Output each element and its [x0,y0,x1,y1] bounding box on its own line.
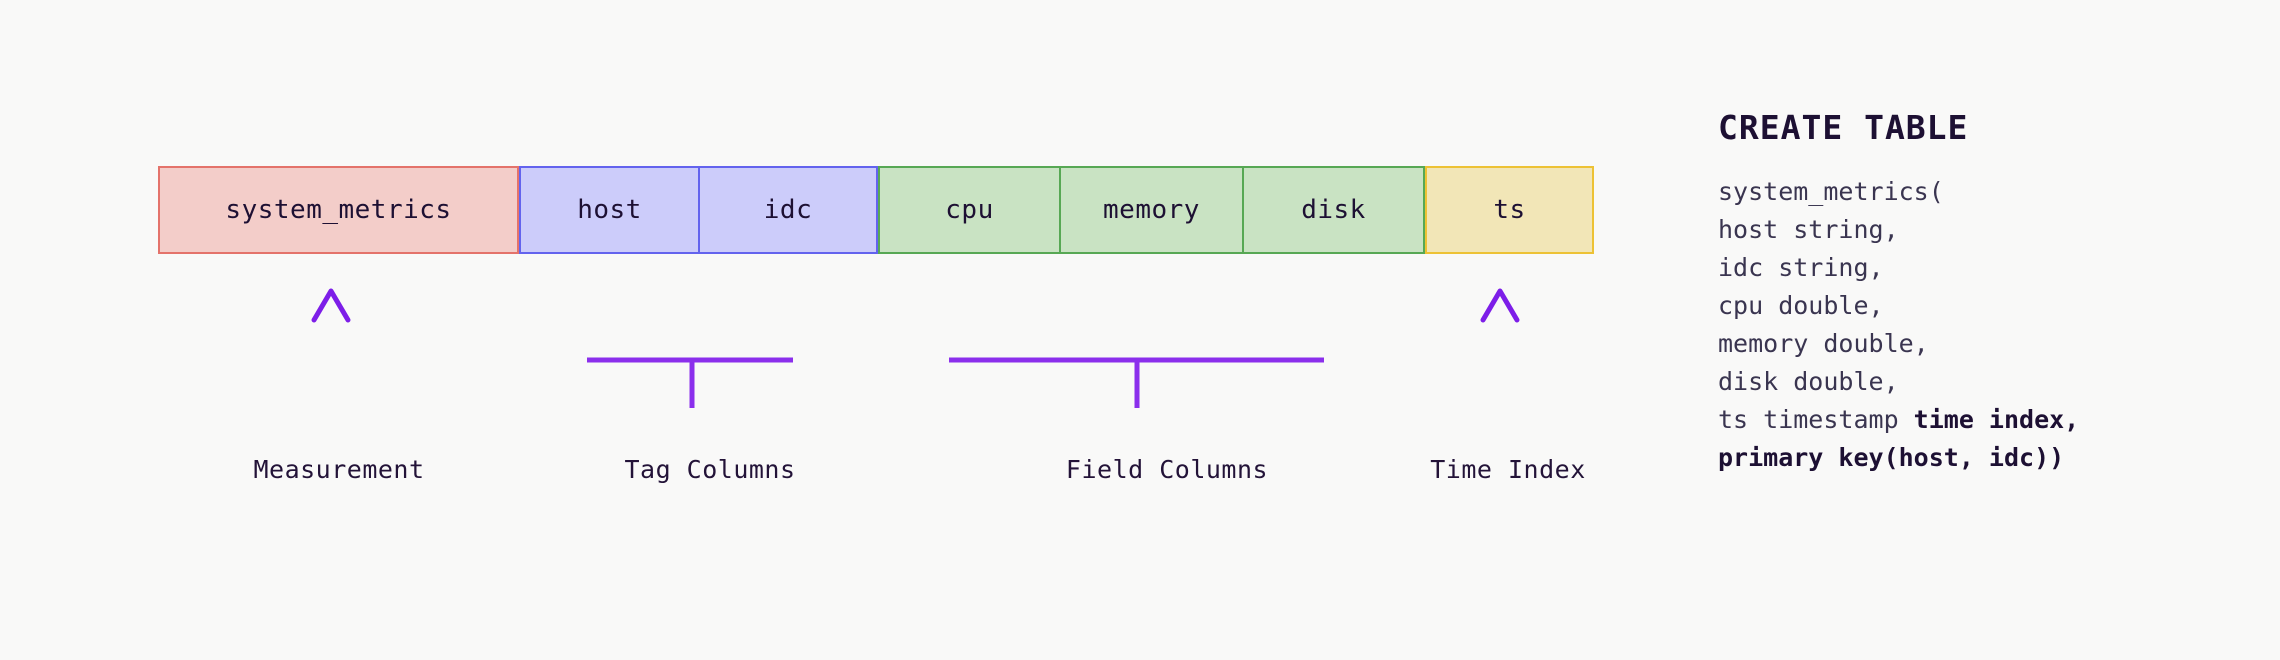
create-table-heading: CREATE TABLE [1718,108,1969,147]
column-group-measurement: system_metrics [158,166,519,254]
sql-line: idc string, [1718,249,2238,287]
column-cell-memory[interactable]: memory [1060,166,1243,254]
column-cell-system_metrics[interactable]: system_metrics [158,166,519,254]
sql-line: cpu double, [1718,287,2238,325]
schema-column-row: system_metrics host idc cpu memory disk … [158,166,1594,254]
sql-keyword: primary key(host, idc)) [1718,443,2065,472]
sql-text: memory double, [1718,329,1929,358]
sql-line: primary key(host, idc)) [1718,439,2238,477]
annotation-bracket-tag [586,292,794,408]
create-table-sql-body: system_metrics(host string, idc string, cp… [1718,173,2238,477]
sql-line: disk double, [1718,363,2238,401]
sql-text: disk double, [1718,367,1899,396]
sql-text: system_metrics( [1718,177,1944,206]
column-group-field: cpu memory disk [878,166,1425,254]
sql-line: host string, [1718,211,2238,249]
group-label-tag: Tag Columns [624,455,796,484]
annotation-bracket-field [948,292,1325,408]
sql-line: ts timestamp time index, [1718,401,2238,439]
sql-text: ts timestamp [1718,405,1914,434]
sql-keyword: time index, [1913,405,2080,434]
column-cell-idc[interactable]: idc [699,166,878,254]
group-label-field: Field Columns [1065,455,1269,484]
annotation-arrow-measurement [311,288,351,400]
column-cell-ts[interactable]: ts [1425,166,1594,254]
column-cell-cpu[interactable]: cpu [878,166,1060,254]
column-group-tag: host idc [519,166,878,254]
column-cell-host[interactable]: host [519,166,699,254]
group-label-time-index: Time Index [1430,455,1586,484]
sql-text: cpu double, [1718,291,1884,320]
sql-text: host string, [1718,215,1899,244]
annotation-arrow-time-index [1480,288,1520,400]
create-table-panel: CREATE TABLE system_metrics(host string,… [1718,108,2238,477]
sql-line: memory double, [1718,325,2238,363]
column-group-time: ts [1425,166,1594,254]
sql-line: system_metrics( [1718,173,2238,211]
sql-text: idc string, [1718,253,1884,282]
column-cell-disk[interactable]: disk [1243,166,1425,254]
group-label-measurement: Measurement [253,455,425,484]
